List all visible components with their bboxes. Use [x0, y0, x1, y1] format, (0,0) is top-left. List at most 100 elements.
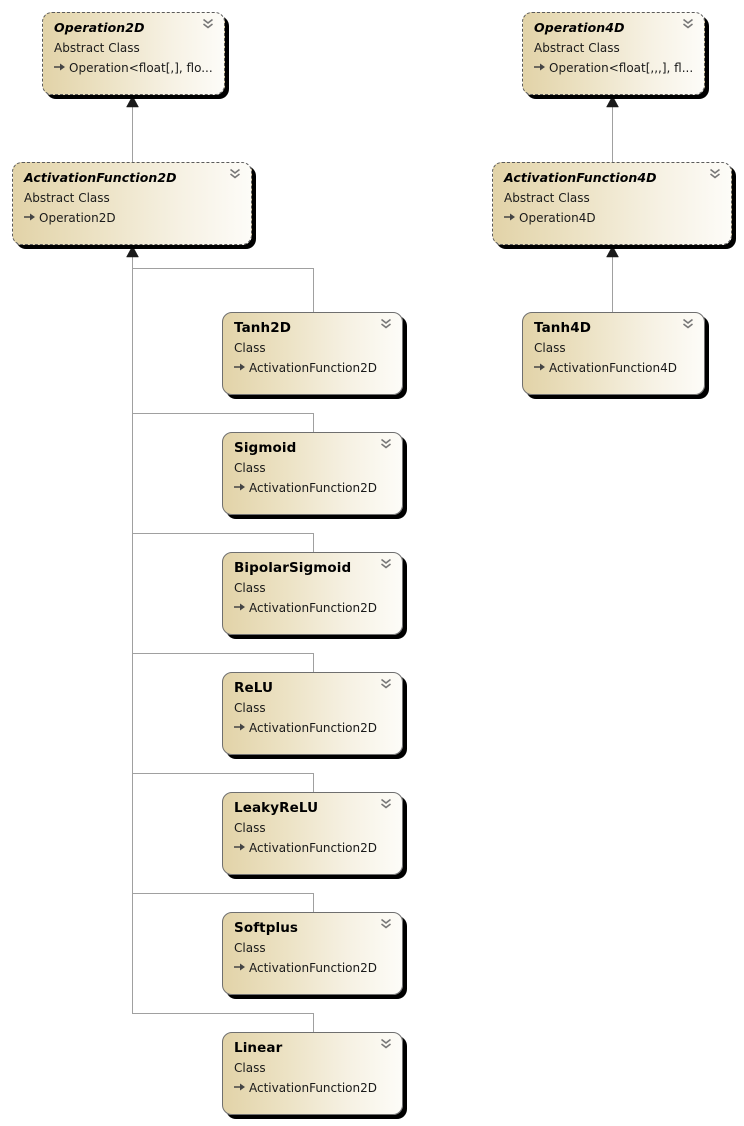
class-name: Tanh4D	[534, 320, 591, 336]
base-class: Operation2D	[24, 208, 241, 228]
inheritance-arrowhead	[126, 245, 139, 258]
inheritance-arrow-icon	[24, 213, 35, 221]
inheritance-arrowhead	[126, 95, 139, 108]
double-chevron-down-icon	[230, 168, 240, 179]
base-class: Operation4D	[504, 208, 721, 228]
inheritance-arrowhead	[606, 95, 619, 108]
class-name: BipolarSigmoid	[234, 560, 352, 576]
class-kind: Class	[234, 821, 266, 835]
class-box-tanh2d[interactable]: Tanh2D Class ActivationFunction2D	[222, 312, 403, 395]
base-class: ActivationFunction2D	[234, 958, 392, 978]
inheritance-arrowhead	[606, 245, 619, 258]
base-class-name: Operation<float[,], flo...	[69, 61, 213, 75]
collapse-button[interactable]	[379, 1037, 393, 1051]
double-chevron-down-icon	[381, 318, 391, 329]
class-kind: Class	[234, 461, 266, 475]
double-chevron-down-icon	[381, 558, 391, 569]
collapse-button[interactable]	[681, 17, 695, 31]
base-class-name: ActivationFunction2D	[249, 601, 377, 615]
double-chevron-down-icon	[381, 438, 391, 449]
inheritance-arrow-icon	[534, 63, 545, 71]
base-class: Operation<float[,], flo...	[54, 58, 214, 78]
base-class-name: ActivationFunction2D	[249, 361, 377, 375]
collapse-button[interactable]	[201, 17, 215, 31]
class-name: ReLU	[234, 680, 274, 696]
class-box-bipolarsigmoid[interactable]: BipolarSigmoid Class ActivationFunction2…	[222, 552, 403, 635]
class-box-operation2d[interactable]: Operation2D Abstract Class Operation<flo…	[42, 12, 225, 95]
double-chevron-down-icon	[381, 798, 391, 809]
inheritance-arrow-icon	[234, 603, 245, 611]
class-box-leakyrelu[interactable]: LeakyReLU Class ActivationFunction2D	[222, 792, 403, 875]
base-class: Operation<float[,,,], fl...	[534, 58, 694, 78]
base-class-name: ActivationFunction2D	[249, 1081, 377, 1095]
inheritance-arrow-icon	[504, 213, 515, 221]
class-kind: Class	[234, 341, 266, 355]
inheritance-arrow-icon	[234, 363, 245, 371]
double-chevron-down-icon	[683, 318, 693, 329]
double-chevron-down-icon	[710, 168, 720, 179]
class-kind: Abstract Class	[504, 191, 590, 205]
base-class-name: Operation2D	[39, 211, 116, 225]
base-class-name: Operation<float[,,,], fl...	[549, 61, 694, 75]
class-name: Operation2D	[54, 20, 145, 35]
base-class: ActivationFunction2D	[234, 718, 392, 738]
class-kind: Class	[234, 581, 266, 595]
collapse-button[interactable]	[379, 797, 393, 811]
class-name: Sigmoid	[234, 440, 297, 456]
double-chevron-down-icon	[683, 18, 693, 29]
inheritance-arrow-icon	[234, 723, 245, 731]
class-name: Operation4D	[534, 20, 625, 35]
base-class-name: ActivationFunction2D	[249, 961, 377, 975]
base-class: ActivationFunction2D	[234, 1078, 392, 1098]
class-name: Softplus	[234, 920, 299, 936]
inheritance-arrow-icon	[234, 1083, 245, 1091]
base-class-name: Operation4D	[519, 211, 596, 225]
double-chevron-down-icon	[381, 678, 391, 689]
base-class-name: ActivationFunction4D	[549, 361, 677, 375]
collapse-button[interactable]	[379, 557, 393, 571]
class-box-activationfunction4d[interactable]: ActivationFunction4D Abstract Class Oper…	[492, 162, 732, 245]
class-name: LeakyReLU	[234, 800, 319, 816]
class-box-sigmoid[interactable]: Sigmoid Class ActivationFunction2D	[222, 432, 403, 515]
class-kind: Class	[534, 341, 566, 355]
base-class: ActivationFunction2D	[234, 478, 392, 498]
inheritance-arrow-icon	[534, 363, 545, 371]
class-box-tanh4d[interactable]: Tanh4D Class ActivationFunction4D	[522, 312, 705, 395]
base-class-name: ActivationFunction2D	[249, 481, 377, 495]
class-kind: Abstract Class	[24, 191, 110, 205]
class-name: Linear	[234, 1040, 283, 1056]
class-kind: Class	[234, 701, 266, 715]
class-name: Tanh2D	[234, 320, 291, 336]
base-class: ActivationFunction2D	[234, 358, 392, 378]
class-box-relu[interactable]: ReLU Class ActivationFunction2D	[222, 672, 403, 755]
class-kind: Abstract Class	[534, 41, 620, 55]
collapse-button[interactable]	[379, 437, 393, 451]
collapse-button[interactable]	[379, 677, 393, 691]
class-name: ActivationFunction2D	[24, 170, 177, 185]
base-class: ActivationFunction4D	[534, 358, 694, 378]
double-chevron-down-icon	[381, 1038, 391, 1049]
class-kind: Class	[234, 1061, 266, 1075]
double-chevron-down-icon	[381, 918, 391, 929]
base-class-name: ActivationFunction2D	[249, 841, 377, 855]
class-box-activationfunction2d[interactable]: ActivationFunction2D Abstract Class Oper…	[12, 162, 252, 245]
class-kind: Class	[234, 941, 266, 955]
collapse-button[interactable]	[681, 317, 695, 331]
class-box-linear[interactable]: Linear Class ActivationFunction2D	[222, 1032, 403, 1115]
collapse-button[interactable]	[379, 917, 393, 931]
base-class: ActivationFunction2D	[234, 838, 392, 858]
collapse-button[interactable]	[228, 167, 242, 181]
base-class-name: ActivationFunction2D	[249, 721, 377, 735]
collapse-button[interactable]	[379, 317, 393, 331]
class-box-operation4d[interactable]: Operation4D Abstract Class Operation<flo…	[522, 12, 705, 95]
inheritance-arrow-icon	[234, 963, 245, 971]
inheritance-arrow-icon	[234, 483, 245, 491]
collapse-button[interactable]	[708, 167, 722, 181]
double-chevron-down-icon	[203, 18, 213, 29]
class-box-softplus[interactable]: Softplus Class ActivationFunction2D	[222, 912, 403, 995]
class-kind: Abstract Class	[54, 41, 140, 55]
class-name: ActivationFunction4D	[504, 170, 657, 185]
inheritance-arrow-icon	[234, 843, 245, 851]
